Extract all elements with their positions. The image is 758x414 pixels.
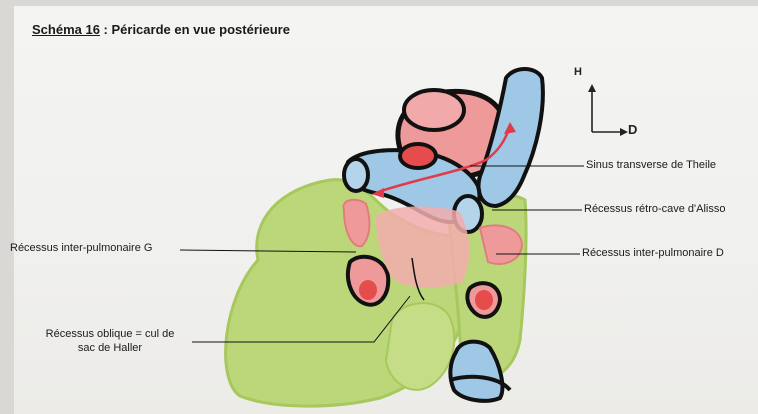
label-recessus-inter-pulmonaire-d: Récessus inter-pulmonaire D	[582, 247, 724, 259]
axis-up-label: H	[574, 66, 582, 78]
right-pulmonary-veins	[480, 225, 522, 264]
label-recessus-inter-pulmonaire-g: Récessus inter-pulmonaire G	[10, 242, 152, 254]
axis-up-arrowhead	[588, 84, 596, 92]
label-recessus-retro-cave: Récessus rétro-cave d'Alisso	[584, 203, 726, 215]
label-sinus-transverse: Sinus transverse de Theile	[586, 159, 716, 171]
pulmonary-artery-end-left	[344, 159, 368, 191]
aorta-red-lumen	[400, 144, 436, 168]
pericardial-sac-lower	[386, 303, 454, 390]
left-pulmonary-vein-lumen	[359, 280, 377, 300]
label-recessus-oblique: Récessus oblique = cul de sac de Haller	[30, 327, 190, 355]
label-recessus-oblique-line2: sac de Haller	[30, 341, 190, 355]
axis-right-arrowhead	[620, 128, 628, 136]
right-pulmonary-vein-lumen	[475, 290, 493, 310]
axis-right-label: D	[628, 122, 637, 137]
label-recessus-oblique-line1: Récessus oblique = cul de	[30, 327, 190, 341]
aorta-top-cap	[404, 90, 464, 130]
